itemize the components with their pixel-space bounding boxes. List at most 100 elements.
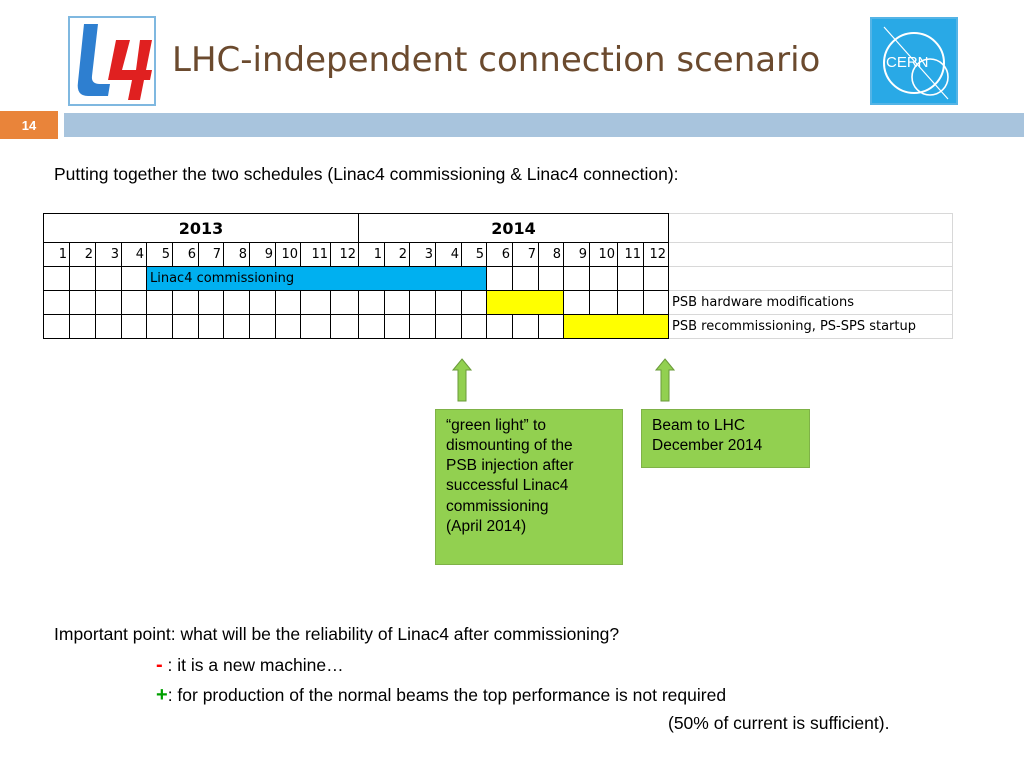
month-cell <box>538 266 564 291</box>
month-cell <box>461 314 487 339</box>
month-cell <box>384 290 410 315</box>
month-cell <box>435 314 462 339</box>
callout-line: December 2014 <box>652 437 763 455</box>
month-header: 10 <box>589 242 618 267</box>
arrow-beam-to-lhc <box>655 358 675 402</box>
month-cell <box>358 290 385 315</box>
month-cell <box>643 290 669 315</box>
task-label: PSB recommissioning, PS-SPS startup <box>668 314 953 339</box>
month-header: 5 <box>461 242 487 267</box>
month-cell <box>95 266 122 291</box>
question-text: Important point: what will be the reliab… <box>54 624 620 644</box>
month-header: 11 <box>300 242 331 267</box>
month-cell <box>43 314 70 339</box>
point-text: : for production of the normal beams the… <box>167 685 727 705</box>
gantt-bar <box>563 314 669 339</box>
month-cell <box>461 290 487 315</box>
month-header: 3 <box>409 242 436 267</box>
month-cell <box>275 314 301 339</box>
callout-green-light: “green light” to dismounting of the PSB … <box>435 409 623 565</box>
month-cell <box>95 314 122 339</box>
month-cell <box>69 290 96 315</box>
month-cell <box>512 266 539 291</box>
gantt-bar: Linac4 commissioning <box>146 266 487 291</box>
slide-title: LHC-independent connection scenario <box>172 40 821 80</box>
callout-line: (April 2014) <box>446 517 527 535</box>
month-cell <box>330 314 359 339</box>
month-header: 12 <box>643 242 669 267</box>
point-plus: +: for production of the normal beams th… <box>156 684 726 707</box>
month-cell <box>300 314 331 339</box>
callout-line: “green light” to <box>446 417 546 434</box>
schedule-row: PSB recommissioning, PS-SPS startup <box>43 314 953 339</box>
gantt-bar <box>486 290 564 315</box>
month-header: 2 <box>384 242 410 267</box>
month-cell <box>275 290 301 315</box>
month-cell <box>146 314 173 339</box>
month-cell <box>617 266 644 291</box>
label-cell-empty <box>668 213 953 243</box>
month-header: 6 <box>172 242 199 267</box>
task-label: PSB hardware modifications <box>668 290 953 315</box>
task-label <box>668 266 953 291</box>
month-cell <box>617 290 644 315</box>
month-cell <box>198 314 224 339</box>
month-cell <box>486 266 513 291</box>
month-header: 10 <box>275 242 301 267</box>
month-cell <box>172 290 199 315</box>
schedule-row: Linac4 commissioning <box>43 266 953 291</box>
month-cell <box>121 266 147 291</box>
schedule-row: PSB hardware modifications <box>43 290 953 315</box>
month-cell <box>172 314 199 339</box>
month-header: 7 <box>198 242 224 267</box>
note-text: (50% of current is sufficient). <box>668 713 890 733</box>
year-header: 2014 <box>358 213 669 243</box>
month-cell <box>409 314 436 339</box>
month-cell <box>69 266 96 291</box>
month-header: 11 <box>617 242 644 267</box>
callout-line: dismounting of the <box>446 437 573 455</box>
month-cell <box>589 290 618 315</box>
month-header: 6 <box>486 242 513 267</box>
month-cell <box>223 290 250 315</box>
month-header: 4 <box>435 242 462 267</box>
month-header: 2 <box>69 242 96 267</box>
month-cell <box>300 290 331 315</box>
month-cell <box>643 266 669 291</box>
month-header: 7 <box>512 242 539 267</box>
month-header: 12 <box>330 242 359 267</box>
month-cell <box>589 266 618 291</box>
callout-line: commissioning <box>446 497 549 515</box>
intro-text: Putting together the two schedules (Lina… <box>54 164 679 184</box>
month-cell <box>249 290 276 315</box>
month-header: 3 <box>95 242 122 267</box>
month-cell <box>384 314 410 339</box>
month-cell <box>121 290 147 315</box>
callout-line: PSB injection after <box>446 457 574 475</box>
arrow-green-light <box>452 358 472 402</box>
callout-line: Beam to LHC <box>652 417 746 434</box>
month-header: 9 <box>563 242 590 267</box>
point-text: : it is a new machine… <box>162 655 344 675</box>
callout-beam-to-lhc: Beam to LHC December 2014 <box>641 409 810 468</box>
month-cell <box>563 290 590 315</box>
page-number: 14 <box>0 111 58 139</box>
month-cell <box>409 290 436 315</box>
month-cell <box>121 314 147 339</box>
year-header: 2013 <box>43 213 359 243</box>
header-band <box>64 113 1024 137</box>
callout-line: successful Linac4 <box>446 477 569 495</box>
month-cell <box>358 314 385 339</box>
month-cell <box>198 290 224 315</box>
month-header: 1 <box>43 242 70 267</box>
cern-logo: CERN <box>870 17 958 105</box>
month-header: 4 <box>121 242 147 267</box>
month-cell <box>538 314 564 339</box>
month-cell <box>69 314 96 339</box>
month-cell <box>43 266 70 291</box>
plus-sign: + <box>156 684 168 706</box>
month-cell <box>435 290 462 315</box>
month-header: 1 <box>358 242 385 267</box>
month-cell <box>486 314 513 339</box>
